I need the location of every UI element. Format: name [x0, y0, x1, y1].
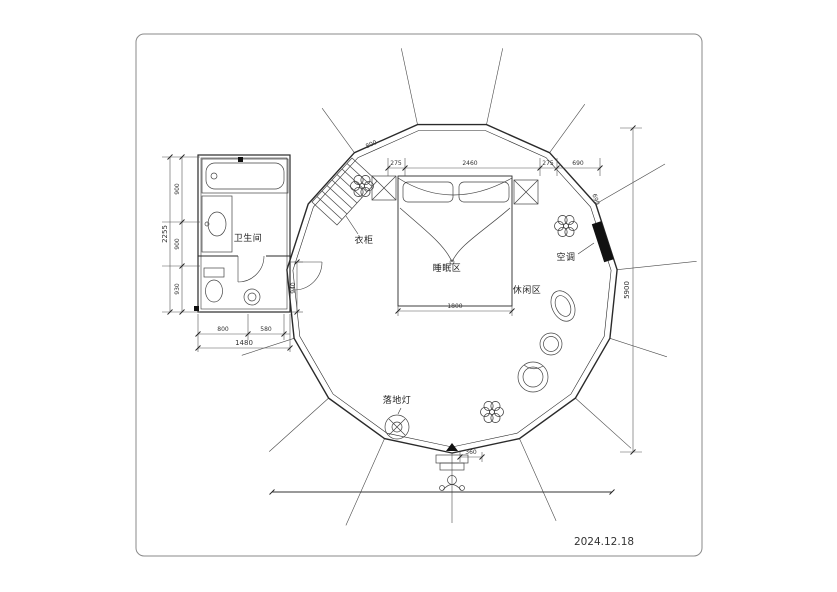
floor-lamp — [384, 414, 410, 440]
dim-left-seg2: 900 — [174, 238, 181, 250]
dim-bottom-seg2: 580 — [260, 326, 272, 333]
dim-right-total-value: 5900 — [623, 281, 631, 299]
bathroom — [194, 154, 323, 313]
bed-canopy-right — [451, 207, 511, 263]
dim-left-seg1: 900 — [174, 183, 181, 195]
dim-left-chain: 900 900 930 2255 — [161, 154, 200, 315]
toilet — [203, 267, 225, 303]
nightstand-right — [513, 179, 539, 205]
inner-wall-polygon — [292, 130, 612, 448]
dim-top-seg4: 690 — [572, 160, 584, 167]
dim-entry-width: 360 — [457, 449, 485, 462]
ac-unit — [591, 221, 614, 263]
column-marker — [194, 306, 199, 311]
dim-top-slant: 800 — [365, 139, 378, 150]
bed — [397, 175, 513, 307]
ground-line — [269, 489, 615, 495]
entry-step-2 — [439, 462, 465, 471]
dim-top-seg2: 2460 — [462, 160, 477, 167]
label-wardrobe: 衣柜 — [354, 234, 373, 246]
bathroom-outline — [197, 154, 291, 313]
pillow-right — [458, 181, 510, 203]
dim-left-total: 2255 — [161, 225, 169, 243]
roof-ray-lines — [241, 48, 697, 526]
wash-basin — [243, 288, 261, 306]
lamp-leader-line — [397, 407, 402, 415]
dim-left-seg3: 930 — [174, 283, 181, 295]
label-bathroom: 卫生间 — [234, 232, 263, 244]
outer-wall-polygon — [286, 123, 618, 454]
drawing-frame — [135, 33, 703, 557]
dim-bottom-seg1: 800 — [217, 326, 229, 333]
dim-bath-right: 940 — [290, 259, 303, 315]
dim-bottom-total: 1480 — [235, 339, 253, 347]
dim-top-chain: 275 2460 275 690 800 690 — [365, 139, 603, 206]
dim-right-slant: 690 — [590, 193, 600, 206]
dim-right-total: 5900 — [620, 125, 642, 455]
dim-top-seg1: 275 — [390, 160, 402, 167]
round-chair — [517, 361, 549, 393]
dim-bed-width: 1800 — [395, 303, 515, 316]
dim-bottom-chain: 800 580 1480 — [195, 314, 293, 352]
entrance — [435, 443, 469, 491]
label-sleeping-area: 睡眠区 — [433, 262, 462, 274]
dim-top-seg3: 275 — [542, 160, 554, 167]
dim-bed-width-value: 1800 — [447, 303, 462, 310]
label-floor-lamp: 落地灯 — [383, 394, 412, 406]
ac-leader-line — [577, 242, 595, 255]
dim-entry-width-value: 360 — [465, 449, 477, 456]
bathroom-inner-door-arc — [237, 255, 265, 283]
entry-marker-icon — [446, 443, 458, 451]
person-figure — [439, 475, 465, 491]
column-marker — [238, 157, 243, 162]
lounge-chair — [550, 290, 576, 322]
bed-canopy-swag — [397, 177, 513, 196]
vanity-sink — [201, 195, 233, 253]
nightstand-left — [371, 175, 397, 201]
label-leisure-area: 休闲区 — [513, 284, 542, 296]
bed-canopy-left — [399, 207, 453, 263]
drawing-date: 2024.12.18 — [574, 536, 634, 548]
pillow-left — [402, 181, 454, 203]
bathtub — [201, 158, 289, 194]
label-air-conditioner: 空调 — [556, 251, 575, 263]
wardrobe-leader-line — [345, 215, 359, 235]
dim-bath-right-value: 940 — [290, 282, 297, 294]
side-table — [539, 332, 563, 356]
bathroom-door-arc — [293, 261, 323, 291]
